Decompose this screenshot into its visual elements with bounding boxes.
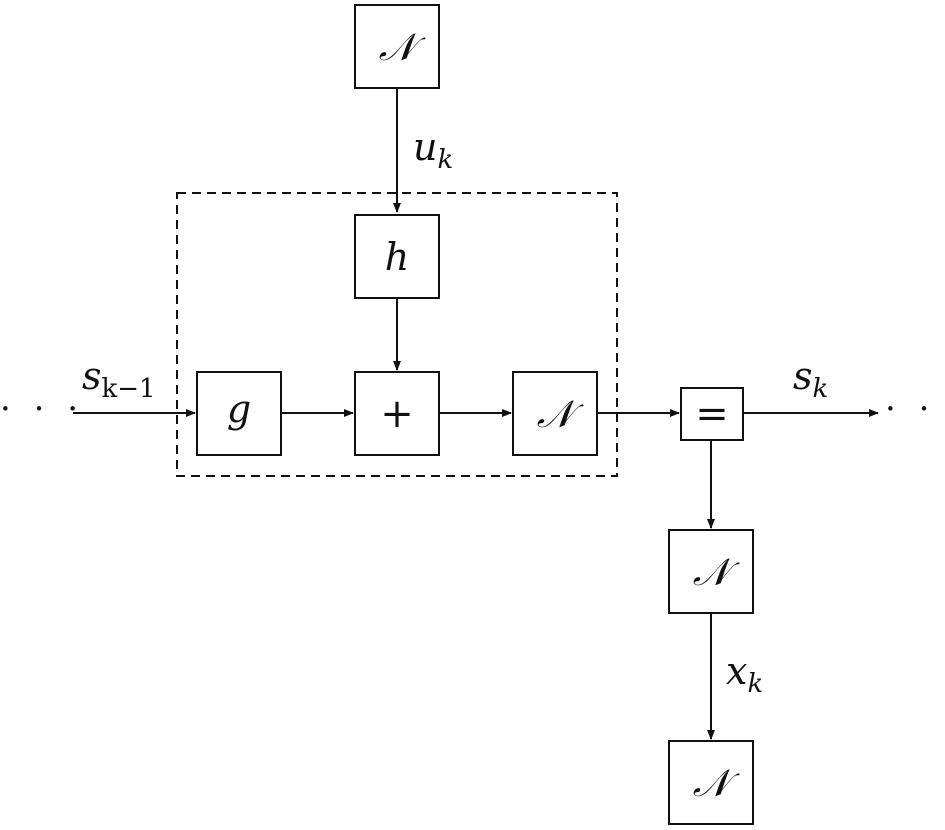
input-state-label: sk−1	[82, 354, 156, 404]
g-block: g	[196, 371, 282, 456]
h-symbol: h	[385, 235, 409, 279]
output-state-label-sub: k	[813, 374, 829, 404]
control-label-base: u	[413, 125, 437, 169]
left-ellipsis: · · ·	[0, 389, 84, 429]
output-state-label: sk	[793, 354, 828, 404]
equality-symbol: =	[695, 391, 729, 437]
process-noise-block: 𝒩	[512, 371, 598, 456]
observation-noise-block: 𝒩	[668, 529, 754, 614]
observation-label-sub: k	[747, 669, 763, 699]
bottom-noise-block: 𝒩	[668, 740, 754, 825]
adder-symbol: +	[380, 391, 414, 437]
observation-label-base: x	[726, 649, 747, 693]
right-ellipsis: · · ·	[885, 389, 945, 429]
input-state-label-base: s	[82, 354, 102, 398]
output-state-label-base: s	[793, 354, 813, 398]
g-symbol: g	[227, 387, 251, 431]
input-state-label-sub: k−1	[102, 374, 156, 404]
h-block: h	[354, 214, 440, 299]
adder-block: +	[354, 371, 440, 456]
control-label-sub: k	[437, 145, 453, 175]
top-noise-block: 𝒩	[354, 4, 440, 89]
equality-block: =	[680, 387, 744, 441]
control-label: uk	[413, 125, 453, 175]
observation-label: xk	[726, 649, 763, 699]
